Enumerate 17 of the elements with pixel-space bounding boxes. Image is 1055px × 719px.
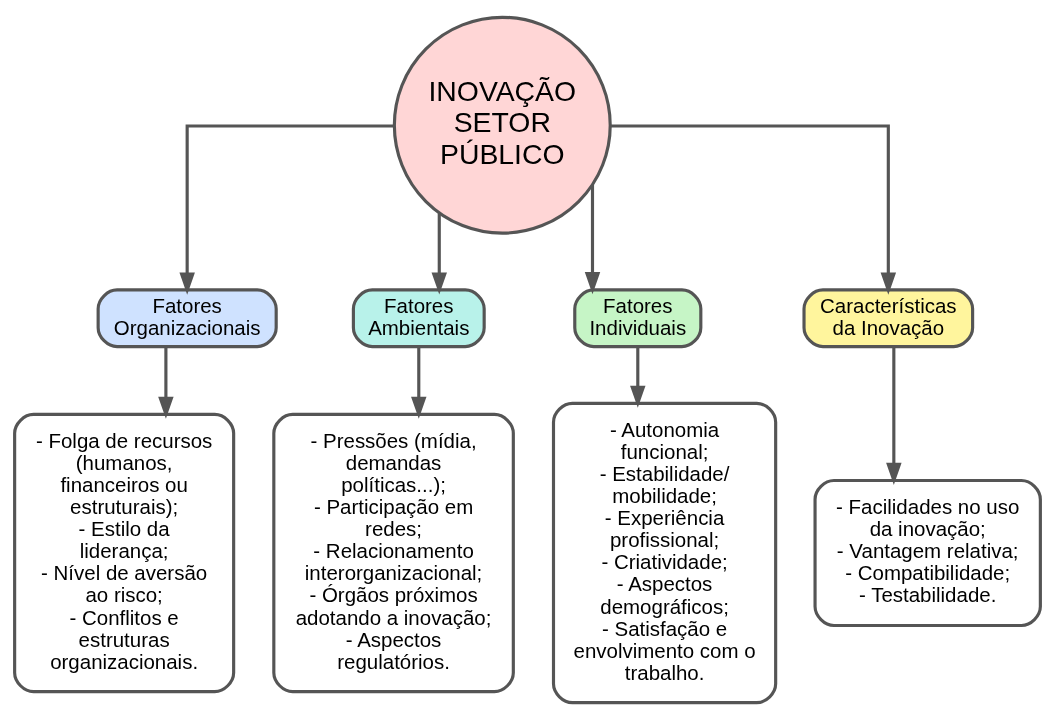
node-circle: INOVAÇÃO SETOR PÚBLICO <box>392 15 612 235</box>
node-box: Fatores Ambientais <box>351 287 486 348</box>
arrow <box>584 184 601 294</box>
node-box: Fatores Organizacionais <box>96 287 278 348</box>
arrow <box>158 346 174 419</box>
arrow <box>886 346 902 485</box>
node-box: Fatores Individuais <box>573 287 703 348</box>
node-box: - Facilidades no uso da inovação; - Vantagem relativa; - Compatibilidade; - Testabilidade. <box>813 478 1042 627</box>
node-box: Características da Inovação <box>802 287 975 348</box>
arrow <box>179 123 395 295</box>
node-box: - Folga de recursos (humanos, financeiros ou estruturais); - Estilo da liderança; - Nível de aversão ao risco; - Conflitos e estruturas organizacionais. <box>13 412 236 693</box>
node-box: - Pressões (mídia, demandas políticas...); - Participação em redes; - Relacionamento interorganizacional; - Órgãos próximos adotando a inovação; - Aspectos regulatórios. <box>272 412 515 693</box>
arrow <box>630 346 646 408</box>
arrow <box>411 346 427 419</box>
arrow <box>431 212 447 295</box>
arrow <box>610 123 897 295</box>
node-box: - Autonomia funcional; - Estabilidade/ mobilidade; - Experiência profissional; - Criatividade; - Aspectos demográficos; - Satisfação e envolvimento com o trabalho. <box>551 401 778 704</box>
